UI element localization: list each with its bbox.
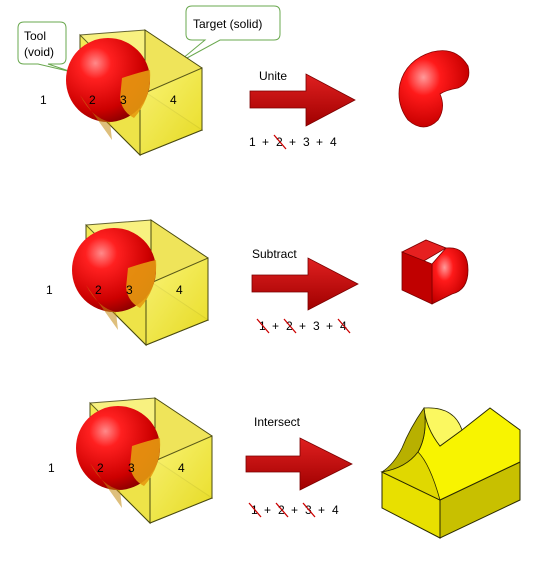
plus-sign: + bbox=[299, 319, 306, 333]
input-model: 1 2 3 4 bbox=[46, 219, 210, 347]
sphere-shadow bbox=[86, 285, 118, 330]
region-label-1: 1 bbox=[40, 93, 47, 107]
row-unite: 1 2 3 4 Unite 1 +2 +3 +4 bbox=[40, 29, 470, 157]
formula-term-3: 3 bbox=[303, 135, 310, 149]
row-intersect: 1 2 3 4 Intersect 1+2+3+4 bbox=[48, 397, 521, 539]
sphere-shadow bbox=[90, 463, 122, 508]
input-model: 1 2 3 4 bbox=[48, 397, 214, 525]
region-label-4: 4 bbox=[170, 93, 177, 107]
target-callout: Target (solid) bbox=[175, 5, 281, 65]
formula-term-4: 4 bbox=[330, 135, 337, 149]
row-subtract: 1 2 3 4 Subtract 1 +2 +3 +4 bbox=[46, 219, 469, 347]
region-label-3: 3 bbox=[128, 461, 135, 475]
strike-mark bbox=[337, 318, 351, 334]
region-label-2: 2 bbox=[89, 93, 96, 107]
region-label-3: 3 bbox=[120, 93, 127, 107]
plus-sign: + bbox=[272, 319, 279, 333]
strike-mark bbox=[273, 134, 287, 150]
region-label-3: 3 bbox=[126, 283, 133, 297]
operation-label-intersect: Intersect bbox=[254, 415, 301, 429]
operation-label-subtract: Subtract bbox=[252, 247, 297, 261]
result-subtract bbox=[401, 239, 469, 305]
operation-label-unite: Unite bbox=[259, 69, 287, 83]
result-intersect bbox=[380, 406, 521, 539]
region-label-1: 1 bbox=[48, 461, 55, 475]
formula-subtract: 1+2+3+4 bbox=[256, 318, 351, 334]
plus-sign: + bbox=[316, 135, 323, 149]
sphere-shadow bbox=[80, 95, 112, 140]
tool-callout-line2: (void) bbox=[24, 45, 54, 59]
target-callout-text: Target (solid) bbox=[193, 17, 262, 31]
region-label-4: 4 bbox=[178, 461, 185, 475]
formula-intersect: 1+2+3+4 bbox=[248, 502, 339, 518]
tool-callout-line1: Tool bbox=[24, 29, 46, 43]
plus-sign: + bbox=[326, 319, 333, 333]
formula-term-1: 1 bbox=[249, 135, 256, 149]
plus-sign: + bbox=[264, 503, 271, 517]
region-label-2: 2 bbox=[97, 461, 104, 475]
region-label-1: 1 bbox=[46, 283, 53, 297]
strike-mark bbox=[275, 502, 289, 518]
overlap-region bbox=[120, 70, 151, 118]
strike-mark bbox=[248, 502, 262, 518]
plus-sign: + bbox=[262, 135, 269, 149]
arrow-unite bbox=[249, 73, 356, 127]
result-unite bbox=[398, 50, 470, 128]
strike-mark bbox=[256, 318, 270, 334]
overlap-region bbox=[126, 260, 157, 308]
tool-callout: Tool (void) bbox=[17, 21, 73, 73]
formula-term-3: 3 bbox=[313, 319, 320, 333]
arrow-intersect bbox=[245, 437, 353, 491]
formula-term-4: 4 bbox=[332, 503, 339, 517]
strike-mark bbox=[302, 502, 316, 518]
plus-sign: + bbox=[318, 503, 325, 517]
plus-sign: + bbox=[289, 135, 296, 149]
region-label-4: 4 bbox=[176, 283, 183, 297]
input-model: 1 2 3 4 bbox=[40, 29, 204, 157]
strike-mark bbox=[283, 318, 297, 334]
formula-unite: 1+2+3+4 bbox=[249, 134, 337, 150]
arrow-subtract bbox=[251, 257, 359, 311]
overlap-region bbox=[130, 438, 161, 486]
region-label-2: 2 bbox=[95, 283, 102, 297]
plus-sign: + bbox=[291, 503, 298, 517]
